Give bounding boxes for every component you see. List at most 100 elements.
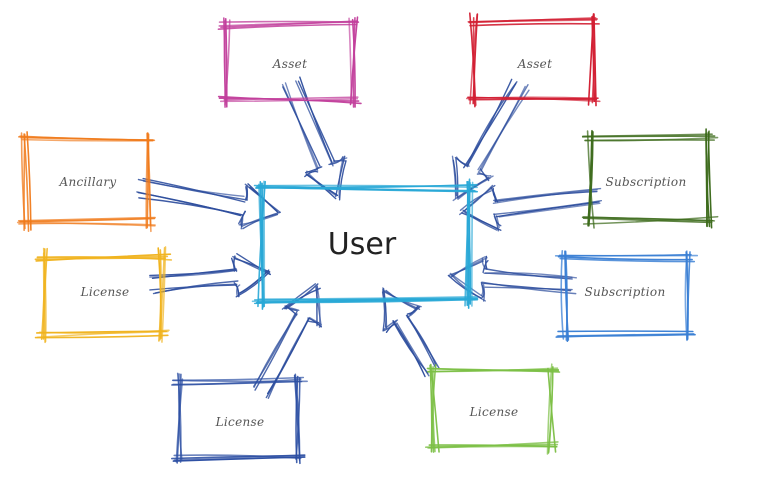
sketch-stroke bbox=[253, 297, 479, 301]
node-label: License bbox=[469, 405, 519, 419]
sketch-stroke bbox=[351, 18, 356, 108]
node-subscription-blue[interactable]: Subscription bbox=[554, 250, 699, 342]
node-frame bbox=[554, 250, 699, 342]
sketch-stroke bbox=[431, 366, 436, 453]
node-asset-pink[interactable]: Asset bbox=[217, 16, 362, 108]
sketch-stroke bbox=[564, 250, 570, 341]
sketch-stroke bbox=[382, 319, 399, 331]
sketch-stroke bbox=[468, 12, 476, 108]
sketch-stroke bbox=[482, 259, 489, 274]
node-license-lightgreen[interactable]: License bbox=[424, 363, 561, 455]
sketch-stroke bbox=[245, 186, 248, 200]
node-license-navy[interactable]: License bbox=[171, 372, 308, 465]
sketch-stroke bbox=[381, 291, 386, 332]
node-label: License bbox=[80, 285, 130, 299]
sketch-stroke bbox=[348, 17, 353, 104]
sketch-stroke bbox=[581, 135, 716, 138]
sketch-stroke bbox=[240, 214, 244, 230]
sketch-stroke bbox=[493, 215, 502, 227]
sketch-stroke bbox=[36, 256, 173, 261]
sketch-stroke bbox=[142, 177, 246, 203]
sketch-stroke bbox=[158, 249, 162, 342]
sketch-stroke bbox=[217, 23, 358, 30]
sketch-stroke bbox=[171, 380, 303, 386]
node-ancillary-orange[interactable]: Ancillary bbox=[16, 131, 156, 233]
sketch-stroke bbox=[472, 13, 479, 105]
sketch-stroke bbox=[38, 330, 169, 334]
sketch-stroke bbox=[176, 372, 182, 463]
node-frame bbox=[171, 372, 308, 465]
sketch-stroke bbox=[457, 177, 491, 200]
sketch-stroke bbox=[294, 373, 301, 461]
sketch-stroke bbox=[173, 454, 306, 462]
sketch-stroke bbox=[255, 183, 478, 189]
sketch-stroke bbox=[34, 334, 169, 339]
sketch-stroke bbox=[587, 131, 593, 225]
sketch-stroke bbox=[304, 166, 323, 174]
sketch-stroke bbox=[406, 305, 420, 319]
sketch-stroke bbox=[232, 255, 272, 276]
sketch-stroke bbox=[494, 190, 598, 203]
sketch-stroke bbox=[255, 298, 476, 304]
sketch-stroke bbox=[582, 216, 716, 222]
center-node-user[interactable]: User bbox=[251, 178, 479, 310]
center-node-label: User bbox=[328, 227, 397, 262]
sketch-stroke bbox=[686, 251, 691, 341]
sketch-stroke bbox=[461, 212, 502, 231]
sketch-stroke bbox=[285, 283, 319, 310]
node-label: Asset bbox=[272, 57, 307, 71]
arrows-layer bbox=[136, 76, 603, 399]
sketch-stroke bbox=[176, 373, 182, 464]
sketch-stroke bbox=[19, 217, 156, 223]
sketch-stroke bbox=[295, 375, 299, 464]
sketch-stroke bbox=[16, 221, 156, 227]
node-subscription-green[interactable]: Subscription bbox=[581, 128, 719, 229]
sketch-stroke bbox=[426, 367, 560, 372]
sketch-stroke bbox=[146, 133, 150, 229]
sketch-stroke bbox=[558, 253, 692, 257]
node-license-yellow[interactable]: License bbox=[34, 246, 173, 344]
sketch-stroke bbox=[424, 443, 559, 449]
sketch-stroke bbox=[382, 287, 388, 330]
sketch-stroke bbox=[235, 284, 241, 297]
sketch-stroke bbox=[430, 363, 440, 453]
sketch-stroke bbox=[493, 199, 603, 216]
sketch-stroke bbox=[23, 133, 30, 232]
sketch-stroke bbox=[34, 257, 166, 261]
sketch-stroke bbox=[256, 184, 478, 189]
sketch-stroke bbox=[406, 316, 440, 369]
center-node-frame bbox=[251, 178, 479, 310]
node-label: Subscription bbox=[585, 285, 666, 299]
sketch-stroke bbox=[471, 181, 474, 307]
sketch-stroke bbox=[466, 96, 598, 100]
node-frame bbox=[34, 246, 173, 344]
sketch-stroke bbox=[304, 170, 319, 178]
sketch-stroke bbox=[463, 82, 517, 169]
sketch-stroke bbox=[707, 131, 713, 229]
sketch-stroke bbox=[328, 156, 344, 166]
sketch-stroke bbox=[149, 269, 238, 277]
node-asset-red[interactable]: Asset bbox=[466, 12, 601, 108]
sketch-stroke bbox=[406, 305, 419, 315]
sketch-stroke bbox=[467, 78, 513, 166]
node-label: License bbox=[215, 415, 265, 429]
node-frame bbox=[424, 363, 561, 455]
sketch-stroke bbox=[21, 138, 154, 142]
node-frame bbox=[466, 12, 601, 108]
sketch-stroke bbox=[315, 286, 322, 328]
sketch-stroke bbox=[593, 13, 597, 107]
sketch-stroke bbox=[146, 132, 152, 233]
sketch-stroke bbox=[464, 178, 471, 307]
node-frame bbox=[217, 16, 362, 108]
sketch-stroke bbox=[557, 255, 693, 261]
sketch-stroke bbox=[588, 131, 594, 227]
node-label: Ancillary bbox=[59, 175, 117, 189]
sketch-stroke bbox=[173, 454, 302, 460]
sketch-stroke bbox=[266, 317, 310, 395]
sketch-stroke bbox=[490, 186, 498, 201]
sketch-stroke bbox=[338, 156, 345, 199]
sketch-stroke bbox=[142, 180, 245, 198]
sketch-stroke bbox=[285, 305, 297, 312]
sketch-stroke bbox=[495, 215, 500, 228]
